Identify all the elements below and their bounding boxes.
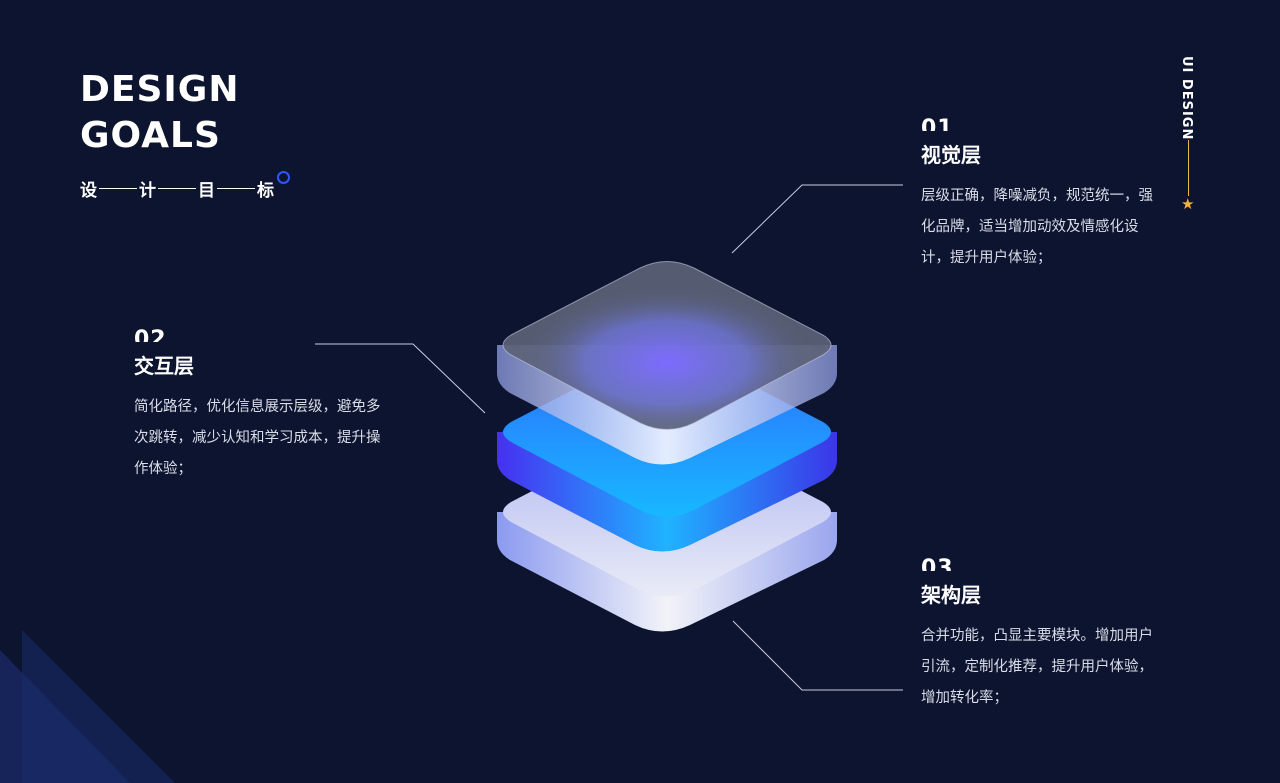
section-description: 简化路径，优化信息展示层级，避免多 次跳转，减少认知和学习成本，提升操 作体验； bbox=[134, 392, 424, 485]
description-line: 增加转化率； bbox=[921, 690, 1008, 706]
section-heading: 视觉层 bbox=[921, 143, 981, 167]
connector-line-03 bbox=[732, 620, 903, 691]
page-title-line-1: DESIGN bbox=[80, 69, 240, 110]
subtitle-dash bbox=[99, 188, 137, 189]
subtitle-char: 计 bbox=[139, 181, 156, 201]
corner-decoration bbox=[0, 630, 175, 783]
connector-line-01 bbox=[731, 184, 903, 254]
description-line: 化品牌，适当增加动效及情感化设 bbox=[921, 219, 1139, 235]
description-line: 作体验； bbox=[134, 461, 192, 477]
section-03: 03 架构层 合并功能，凸显主要模块。增加用户 引流，定制化推荐，提升用户体验，… bbox=[921, 558, 1191, 714]
section-description: 合并功能，凸显主要模块。增加用户 引流，定制化推荐，提升用户体验， 增加转化率； bbox=[921, 621, 1191, 714]
side-divider bbox=[1188, 140, 1189, 196]
section-description: 层级正确，降噪减负，规范统一，强 化品牌，适当增加动效及情感化设 计，提升用户体… bbox=[921, 181, 1191, 274]
description-line: 层级正确，降噪减负，规范统一，强 bbox=[921, 188, 1153, 204]
description-line: 简化路径，优化信息展示层级，避免多 bbox=[134, 399, 381, 415]
subtitle-dash bbox=[158, 188, 196, 189]
page-subtitle: 设 计 目 标 bbox=[80, 176, 274, 201]
section-heading: 交互层 bbox=[134, 354, 194, 378]
description-line: 合并功能，凸显主要模块。增加用户 bbox=[921, 628, 1153, 644]
subtitle-char: 设 bbox=[80, 181, 97, 201]
ring-icon bbox=[277, 171, 290, 184]
section-02: 02 交互层 简化路径，优化信息展示层级，避免多 次跳转，减少认知和学习成本，提… bbox=[134, 329, 424, 485]
subtitle-char: 标 bbox=[257, 181, 274, 201]
description-line: 计，提升用户体验； bbox=[921, 250, 1052, 266]
star-icon: ★ bbox=[1181, 195, 1195, 213]
layer-stack-illustration bbox=[497, 261, 837, 632]
subtitle-char: 目 bbox=[198, 181, 215, 201]
side-label: UI DESIGN bbox=[1179, 56, 1194, 141]
page-title-line-2: GOALS bbox=[80, 115, 221, 156]
description-line: 引流，定制化推荐，提升用户体验， bbox=[921, 659, 1153, 675]
subtitle-dash bbox=[217, 188, 255, 189]
section-heading: 架构层 bbox=[921, 583, 981, 607]
section-number: 03 bbox=[921, 558, 954, 571]
section-01: 01 视觉层 层级正确，降噪减负，规范统一，强 化品牌，适当增加动效及情感化设 … bbox=[921, 118, 1191, 274]
connector-line-02 bbox=[315, 343, 486, 414]
description-line: 次跳转，减少认知和学习成本，提升操 bbox=[134, 430, 381, 446]
section-number: 01 bbox=[921, 118, 954, 131]
section-number: 02 bbox=[134, 329, 167, 342]
